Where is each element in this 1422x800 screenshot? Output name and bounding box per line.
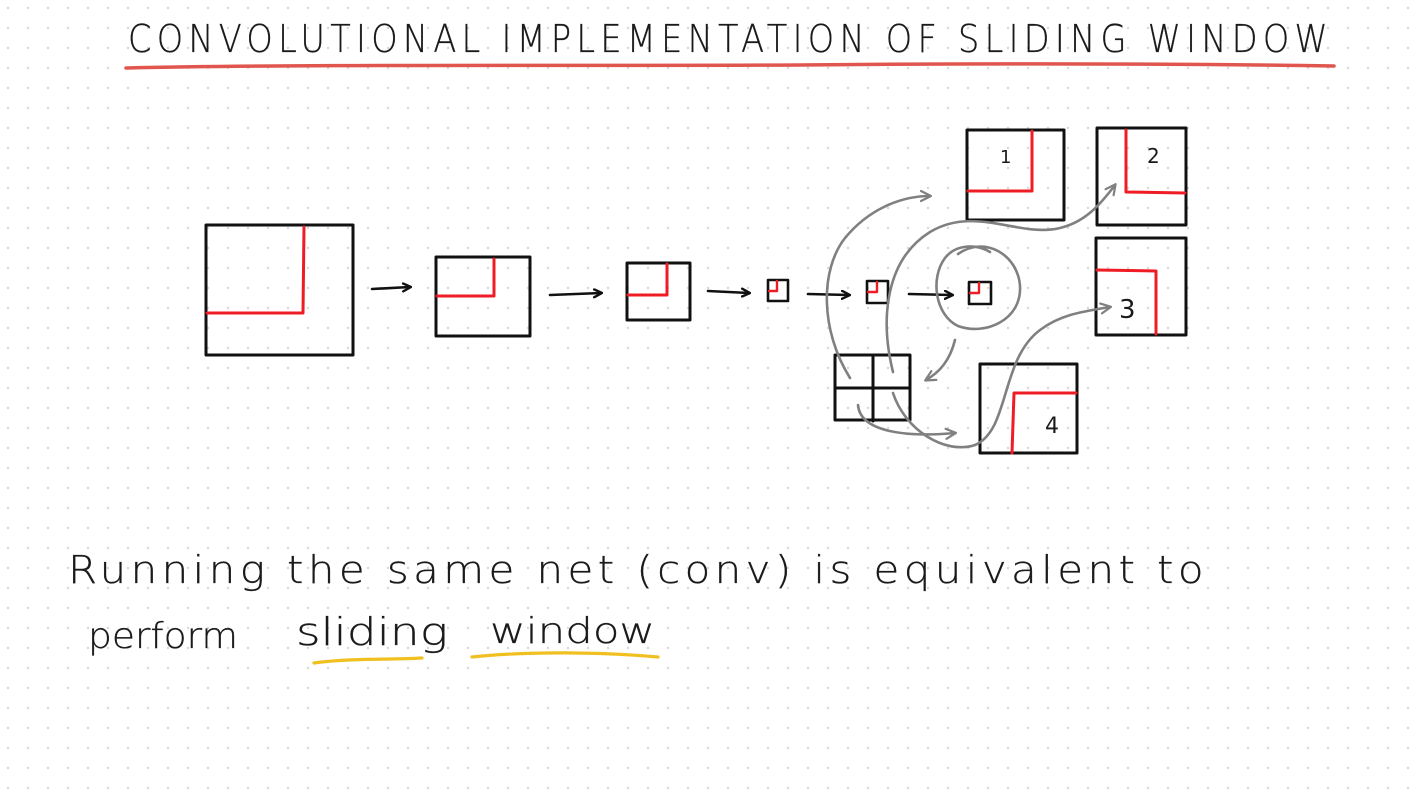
curve-to-crop-3 bbox=[891, 302, 1113, 449]
title-group: CONVOLUTIONAL IMPLEMENTATION OF SLIDING … bbox=[124, 17, 1336, 70]
arrow-1 bbox=[370, 287, 410, 289]
arrow-5 bbox=[907, 294, 952, 295]
feature-map-1 bbox=[434, 255, 532, 338]
arrow-2 bbox=[548, 293, 601, 295]
crop-1-box: 1 bbox=[965, 128, 1066, 222]
feature-map-4-highlight bbox=[866, 280, 879, 294]
output-cell-highlight bbox=[968, 281, 981, 295]
crop-2-label: 2 bbox=[1147, 144, 1160, 168]
crop-3-label: 3 bbox=[1119, 295, 1136, 325]
crop-2-highlight bbox=[1124, 128, 1187, 195]
feature-map-1-highlight bbox=[435, 257, 496, 298]
crop-3-box: 3 bbox=[1094, 236, 1188, 337]
input-image-box bbox=[204, 223, 355, 357]
curve-to-grid bbox=[924, 338, 957, 382]
sliding-underline bbox=[312, 656, 424, 665]
title-underline bbox=[124, 62, 1336, 70]
note-line-2-prefix: perform bbox=[88, 616, 238, 657]
mapping-curves bbox=[825, 183, 1117, 449]
feature-map-4 bbox=[865, 279, 890, 305]
feature-map-2-highlight bbox=[626, 262, 669, 297]
crop-1-highlight bbox=[966, 129, 1034, 193]
curve-to-crop-1 bbox=[825, 189, 933, 380]
crop-4-highlight bbox=[1010, 391, 1078, 455]
output-cell bbox=[967, 280, 993, 306]
crop-2-box: 2 bbox=[1095, 126, 1188, 227]
diagram: 1 2 3 4 bbox=[204, 126, 1188, 455]
crop-4-label: 4 bbox=[1045, 414, 1059, 439]
feature-map-2 bbox=[625, 261, 692, 322]
crop-1-label: 1 bbox=[1000, 147, 1011, 168]
page-title: CONVOLUTIONAL IMPLEMENTATION OF SLIDING … bbox=[128, 17, 1333, 61]
output-grid-2x2 bbox=[833, 353, 912, 423]
spiral-curve bbox=[935, 245, 1022, 331]
note-word-window: window bbox=[490, 611, 655, 652]
feature-map-3 bbox=[766, 278, 790, 303]
crop-4-box: 4 bbox=[978, 362, 1079, 455]
feature-map-3-highlight bbox=[767, 279, 779, 293]
note-line-1: Running the same net (conv) is equivalen… bbox=[68, 548, 1208, 592]
curve-to-crop-4 bbox=[856, 403, 958, 440]
note-word-sliding: sliding bbox=[296, 610, 448, 654]
crop-3-highlight bbox=[1095, 268, 1158, 336]
curve-to-crop-2 bbox=[885, 183, 1117, 374]
input-crop-highlight bbox=[205, 225, 306, 315]
arrow-4 bbox=[806, 294, 849, 295]
window-underline bbox=[470, 651, 660, 659]
arrow-3 bbox=[706, 291, 749, 293]
notes: Running the same net (conv) is equivalen… bbox=[68, 548, 1208, 665]
